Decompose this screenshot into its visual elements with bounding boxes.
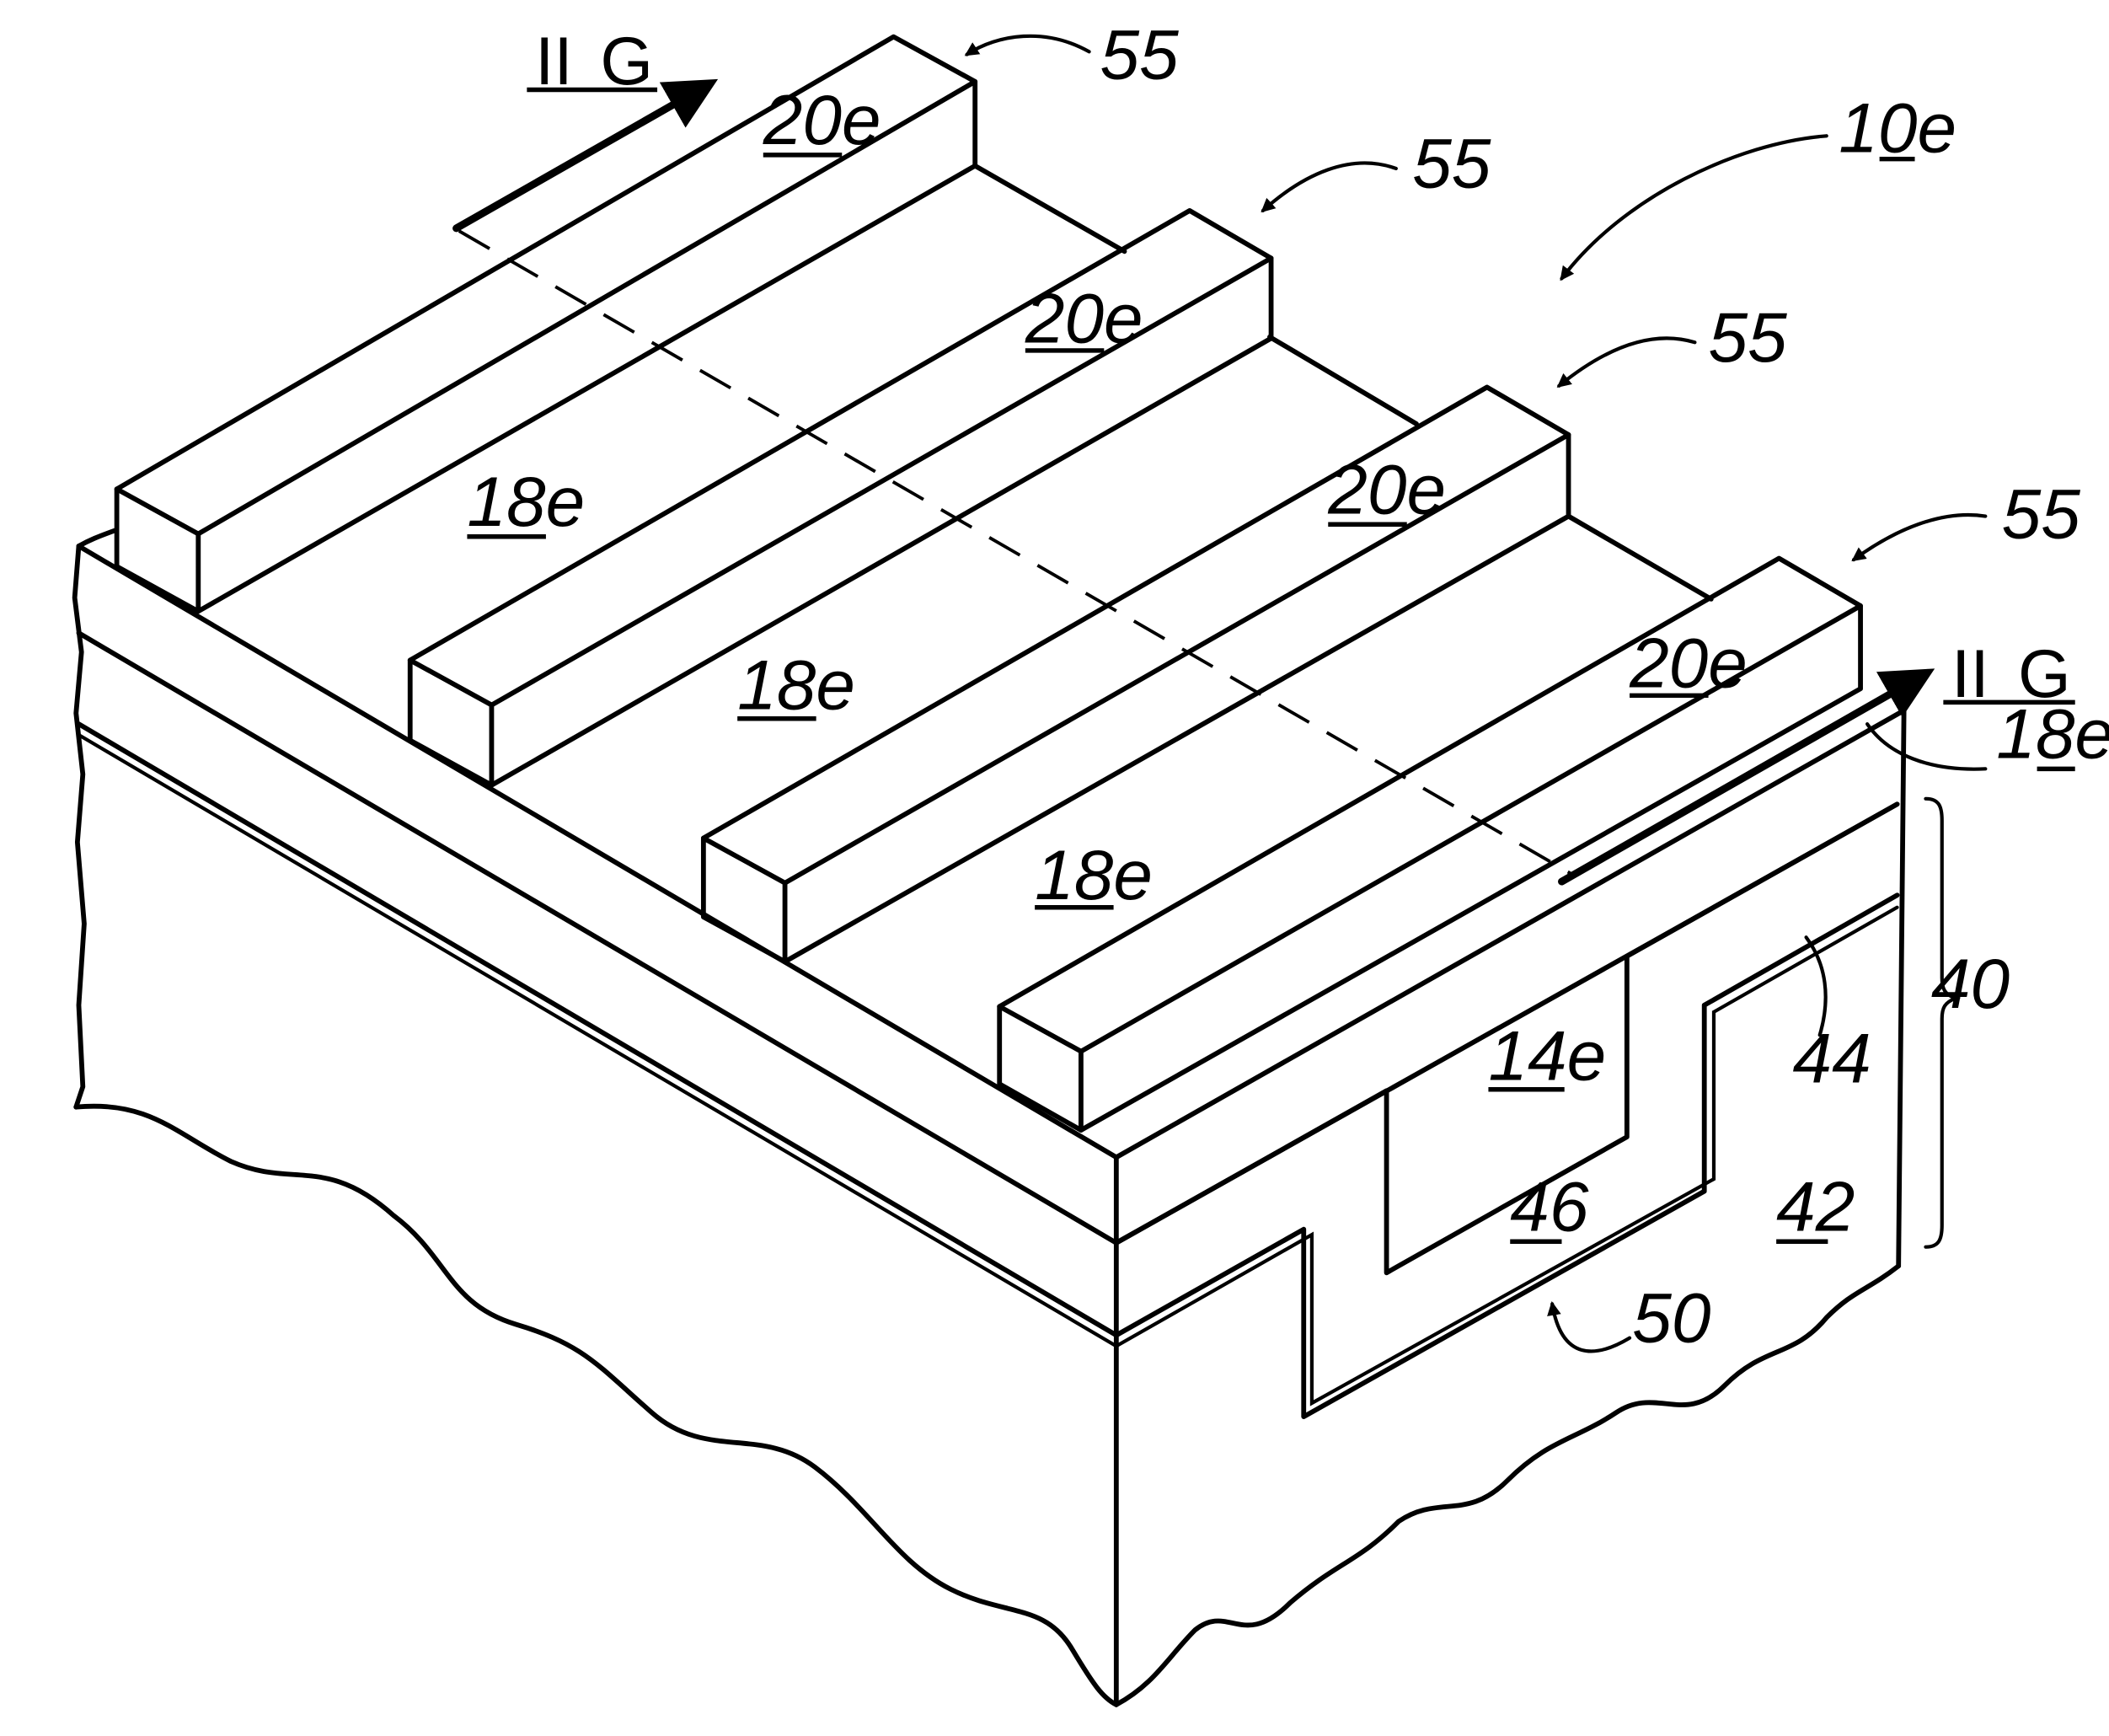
leader-55-b xyxy=(1263,163,1396,210)
section-line xyxy=(459,231,1576,876)
svg-text:20e: 20e xyxy=(1327,449,1446,528)
svg-text:18e: 18e xyxy=(737,645,855,724)
surface-left-edge xyxy=(78,530,116,546)
label-20e-3: 20e xyxy=(1327,449,1446,528)
svg-text:14e: 14e xyxy=(1488,1015,1606,1095)
label-55-a: 55 xyxy=(1100,15,1179,94)
svg-text:46: 46 xyxy=(1510,1166,1589,1246)
label-55-c: 55 xyxy=(1709,297,1788,377)
leader-10e xyxy=(1561,136,1826,278)
label-18e-3: 18e xyxy=(1035,835,1153,914)
layer-line-2b-left xyxy=(78,735,1116,1346)
left-side-edge xyxy=(75,546,84,1107)
label-20e-1: 20e xyxy=(763,80,881,159)
label-55-b: 55 xyxy=(1412,124,1491,203)
trench-structure xyxy=(1116,804,1898,1417)
label-18e-1: 18e xyxy=(467,462,585,541)
svg-text:18e: 18e xyxy=(467,462,585,541)
section-arrow-left xyxy=(457,84,709,228)
layer-46-inner xyxy=(1116,908,1898,1403)
label-10e: 10e xyxy=(1839,88,1956,168)
section-arrow-right xyxy=(1561,674,1925,882)
substrate-block xyxy=(75,546,1904,1705)
right-side-edge xyxy=(1898,710,1903,1266)
svg-text:20e: 20e xyxy=(763,80,881,159)
leader-50 xyxy=(1552,1304,1630,1351)
bottom-left-edge xyxy=(76,1106,1116,1705)
leader-55-c xyxy=(1559,338,1694,385)
section-label-top: II G xyxy=(527,24,657,99)
label-46: 46 xyxy=(1510,1166,1589,1246)
label-18e-2: 18e xyxy=(737,645,855,724)
leader-55-d xyxy=(1854,515,1985,560)
surface-back-edge-2 xyxy=(1270,337,1416,424)
surface-back-edge-3 xyxy=(1569,517,1711,599)
svg-text:10e: 10e xyxy=(1839,88,1956,168)
svg-text:42: 42 xyxy=(1776,1166,1855,1246)
label-55-d: 55 xyxy=(2002,474,2081,553)
label-50: 50 xyxy=(1632,1278,1710,1357)
top-left-edge xyxy=(78,546,1116,1157)
svg-text:18e: 18e xyxy=(1996,694,2109,773)
label-18e-right: 18e xyxy=(1996,694,2109,773)
svg-text:20e: 20e xyxy=(1025,278,1143,357)
label-14e: 14e xyxy=(1488,1015,1606,1095)
svg-text:20e: 20e xyxy=(1629,624,1748,703)
layer-line-2-left xyxy=(78,724,1116,1335)
label-44: 44 xyxy=(1792,1019,1871,1098)
leader-18e-right xyxy=(1867,724,1985,769)
label-20e-4: 20e xyxy=(1629,624,1748,703)
surface-back-edge-1 xyxy=(975,166,1124,252)
svg-text:18e: 18e xyxy=(1035,835,1153,914)
label-20e-2: 20e xyxy=(1025,278,1143,357)
bottom-right-edge xyxy=(1116,1266,1898,1705)
label-42: 42 xyxy=(1776,1166,1855,1246)
label-40: 40 xyxy=(1931,944,2010,1023)
leader-55-a xyxy=(967,36,1089,55)
